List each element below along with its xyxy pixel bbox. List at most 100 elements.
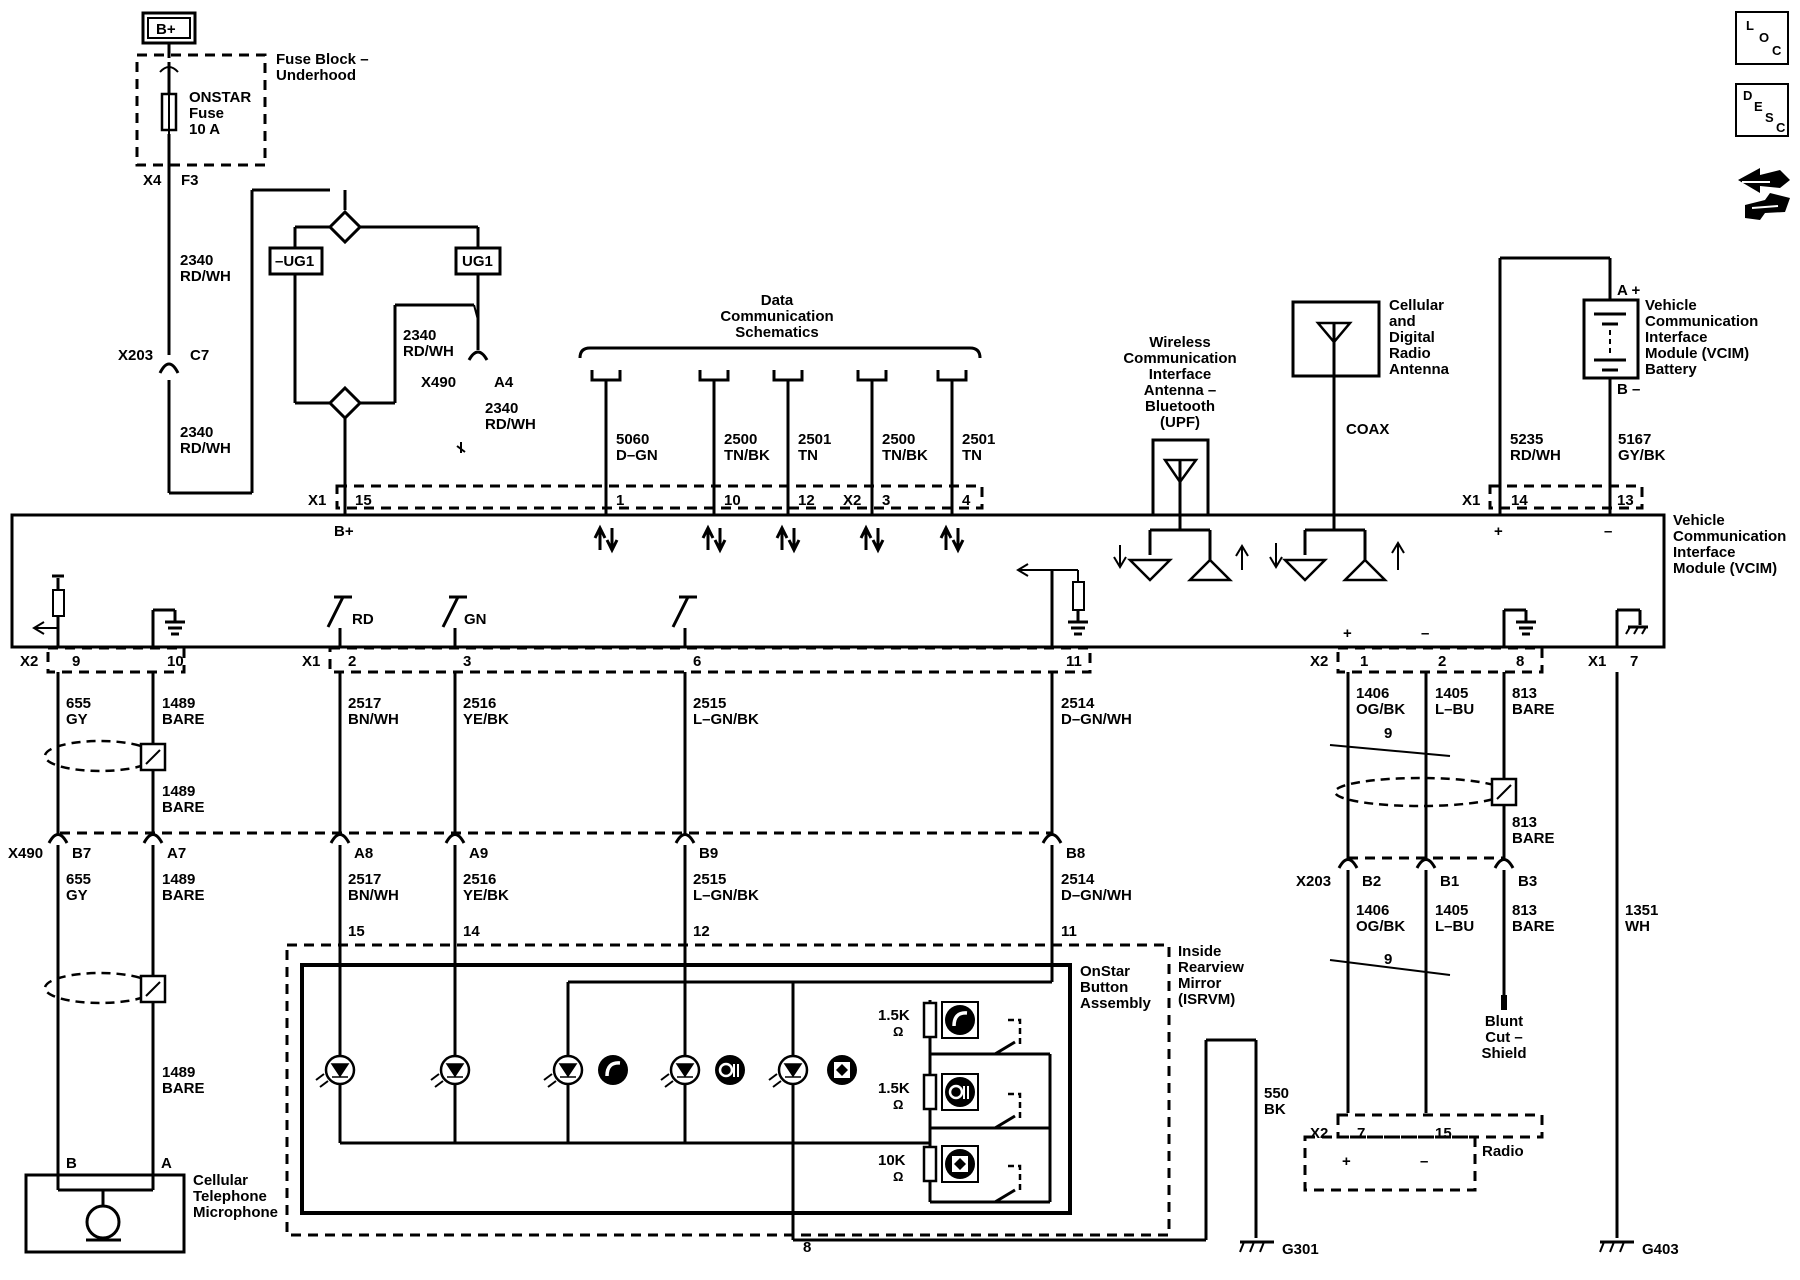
wire-color-lower: BN/WH [348, 887, 399, 904]
location-icon[interactable]: L O C [1735, 11, 1789, 65]
battery-w2-num: 5167 [1618, 431, 1651, 448]
switch-rd: RD [352, 611, 374, 628]
wire-num-lower: 1405 [1435, 902, 1468, 919]
dc-wire-num: 5060 [616, 431, 649, 448]
fuse-label-3: 10 A [189, 121, 220, 138]
switch-icon [326, 595, 352, 646]
radio-plus: + [1342, 1153, 1351, 1170]
battery-label-1: Vehicle [1645, 297, 1697, 314]
switch-gn: GN [464, 611, 487, 628]
fuse-block-label-1: Fuse Block – [276, 51, 369, 68]
battery-w1-color: RD/WH [1510, 447, 1561, 464]
wire-num-lower: 1351 [1625, 902, 1658, 919]
wire-num-lower: 2514 [1061, 871, 1095, 888]
cell-label-5: Antenna [1389, 361, 1450, 378]
data-link-connector-icon [936, 370, 968, 382]
vcim-battery: A + B – Vehicle Communication Interface … [1462, 256, 1758, 540]
shields: 1489 BARE 9 813 BARE [43, 725, 1555, 847]
desc-e: E [1754, 99, 1763, 114]
battery-label-2: Communication [1645, 313, 1758, 330]
r2-ohm: Ω [893, 1097, 903, 1112]
dc-wire-pin: 12 [798, 492, 815, 509]
data-comm-title-1: Data [761, 292, 794, 309]
onstar-button-icon [945, 1077, 975, 1107]
x2-bottom-label: X2 [20, 653, 38, 670]
mid-wire-bot-num: 2340 [485, 400, 518, 417]
wire-num-upper: 1406 [1356, 685, 1389, 702]
loc-c: C [1772, 43, 1782, 58]
x2-top-label: X2 [843, 492, 861, 509]
blunt-3: Shield [1481, 1045, 1526, 1062]
diode-top-icon [327, 209, 363, 245]
relay-network: –UG1 UG1 2340 RD/WH X490 A4 2340 RD/WH [250, 188, 536, 493]
battery-aplus: A + [1617, 282, 1640, 299]
x203-pin-B2: B2 [1362, 873, 1381, 890]
wire-num-upper: 1405 [1435, 685, 1468, 702]
x203-label: X203 [118, 347, 153, 364]
wire-color-lower: YE/BK [463, 887, 509, 904]
radio-p7: 7 [1357, 1125, 1365, 1142]
mid-wire-top-num: 2340 [403, 327, 436, 344]
desc-c: C [1776, 120, 1786, 135]
cell-label-1: Cellular [1389, 297, 1444, 314]
bottom-pin-11: 11 [1066, 653, 1082, 670]
c7-label: C7 [190, 347, 209, 364]
isrvm-label-2: Rearview [1178, 959, 1244, 976]
battery-plus: + [1494, 523, 1503, 540]
buttons-label-3: Assembly [1080, 995, 1152, 1012]
blunt-cut-shield: Blunt Cut – Shield [1481, 995, 1527, 1062]
bidirectional-arrow-icon [593, 524, 619, 554]
description-icon[interactable]: D E S C [1735, 83, 1789, 137]
wire-num-lower: 1489 [162, 871, 195, 888]
wire-num-upper: 2515 [693, 695, 726, 712]
data-communication: Data Communication Schematics 5060D–GN12… [578, 292, 995, 554]
w550-color: BK [1264, 1101, 1286, 1118]
bluetooth-antenna: Wireless Communication Interface Antenna… [1113, 334, 1249, 582]
fuse-label-1: ONSTAR [189, 89, 251, 106]
wire-color-upper: GY [66, 711, 88, 728]
shield1-num: 1489 [162, 783, 195, 800]
dc-wire-color: TN [798, 447, 818, 464]
battery-w2-color: GY/BK [1618, 447, 1666, 464]
wire-left-a-num: 2340 [180, 252, 213, 269]
r1-ohm: Ω [893, 1024, 903, 1039]
wire-color-upper: BN/WH [348, 711, 399, 728]
buttons-label-1: OnStar [1080, 963, 1130, 980]
dc-wire-pin: 1 [616, 492, 624, 509]
navigation-icons[interactable]: L O C D E S C [1735, 11, 1790, 220]
f3-label: F3 [181, 172, 199, 189]
coax-label: COAX [1346, 421, 1389, 438]
microphone: 1489 BARE B A Cellular Telephone Microph… [24, 971, 278, 1254]
lower-wire-labels: 655GY1489BARE2517BN/WH2516YE/BK2515L–GN/… [66, 871, 1658, 1256]
vcim-label-1: Vehicle [1673, 512, 1725, 529]
shield2-num: 813 [1512, 814, 1537, 831]
data-link-connector-icon [590, 370, 622, 382]
battery-x1: X1 [1462, 492, 1480, 509]
dc-wire-pin: 3 [882, 492, 890, 509]
x1b-bottom-label: X1 [1588, 653, 1606, 670]
x490-name: X490 [8, 845, 43, 862]
wire-num-upper: 2517 [348, 695, 381, 712]
connector-end-view-icon[interactable] [1738, 168, 1790, 220]
desc-s: S [1765, 110, 1774, 125]
bottom-pin-2: 2 [1438, 653, 1446, 670]
vcim-label-4: Module (VCIM) [1673, 560, 1777, 577]
battery-bminus: B – [1617, 381, 1640, 398]
x203-pin-B3: B3 [1518, 873, 1537, 890]
x1-top-label: X1 [308, 492, 326, 509]
connector-pin-icon [1337, 858, 1359, 869]
mid-wire-bot-color: RD/WH [485, 416, 536, 433]
data-comm-title-3: Schematics [735, 324, 818, 341]
wire-color-lower: L–GN/BK [693, 887, 759, 904]
inside-rearview-mirror: Inside Rearview Mirror (ISRVM) OnStar Bu… [285, 943, 1258, 1242]
x203-pin-B1: B1 [1440, 873, 1459, 890]
bt-label-5: Bluetooth [1145, 398, 1215, 415]
upper-wire-labels: 655GY1489BARE2517BN/WH2516YE/BK2515L–GN/… [66, 685, 1555, 728]
cell-label-2: and [1389, 313, 1416, 330]
x490-pin-B7: B7 [72, 845, 91, 862]
shield1-color: BARE [162, 799, 205, 816]
r3-label: 10K [878, 1152, 906, 1169]
bt-label-4: Antenna – [1144, 382, 1217, 399]
connector-pin-icon [329, 833, 351, 844]
relay-pos-label: UG1 [462, 253, 493, 270]
